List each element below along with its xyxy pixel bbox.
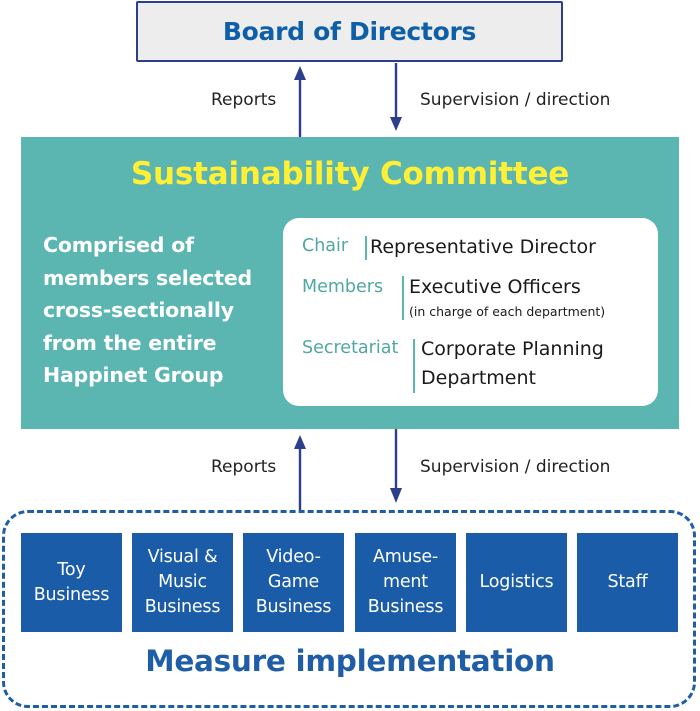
members-key: Members — [302, 277, 384, 297]
unit-visual-music-business: Visual & Music Business — [132, 533, 233, 632]
chair-key: Chair — [302, 236, 349, 256]
top-supervision-label: Supervision / direction — [420, 90, 611, 110]
chair-value: Representative Director — [370, 236, 596, 258]
measure-implementation-box — [2, 510, 696, 708]
board-title: Board of Directors — [222, 17, 477, 46]
bottom-reports-arrowhead — [294, 435, 306, 449]
sustainability-committee-box: Sustainability Committee Comprised of me… — [21, 137, 679, 429]
members-divider — [402, 276, 404, 320]
secretariat-divider — [413, 339, 415, 393]
bottom-supervision-label: Supervision / direction — [420, 457, 611, 477]
committee-title: Sustainability Committee — [130, 156, 570, 192]
top-reports-label: Reports — [211, 90, 277, 110]
committee-roles-panel: Chair Representative Director Members Ex… — [283, 218, 658, 406]
chair-divider — [365, 236, 367, 260]
members-value: Executive Officers — [409, 276, 581, 298]
unit-amusement-business: Amuse- ment Business — [355, 533, 456, 632]
unit-toy-business: Toy Business — [21, 533, 122, 632]
top-reports-arrowhead — [294, 66, 306, 80]
board-of-directors-box: Board of Directors — [136, 1, 563, 62]
committee-description: Comprised of members selected cross-sect… — [43, 233, 253, 387]
bottom-supervision-arrowhead — [390, 488, 402, 503]
members-note: (in charge of each department) — [409, 304, 606, 319]
unit-logistics: Logistics — [466, 533, 567, 632]
secretariat-value-line2: Department — [421, 367, 536, 389]
top-supervision-arrowhead — [390, 117, 402, 131]
secretariat-value-line1: Corporate Planning — [421, 338, 604, 360]
unit-video-game-business: Video- Game Business — [243, 533, 344, 632]
unit-staff: Staff — [577, 533, 678, 632]
bottom-reports-label: Reports — [211, 457, 277, 477]
measure-title: Measure implementation — [145, 644, 555, 678]
secretariat-key: Secretariat — [302, 338, 399, 358]
